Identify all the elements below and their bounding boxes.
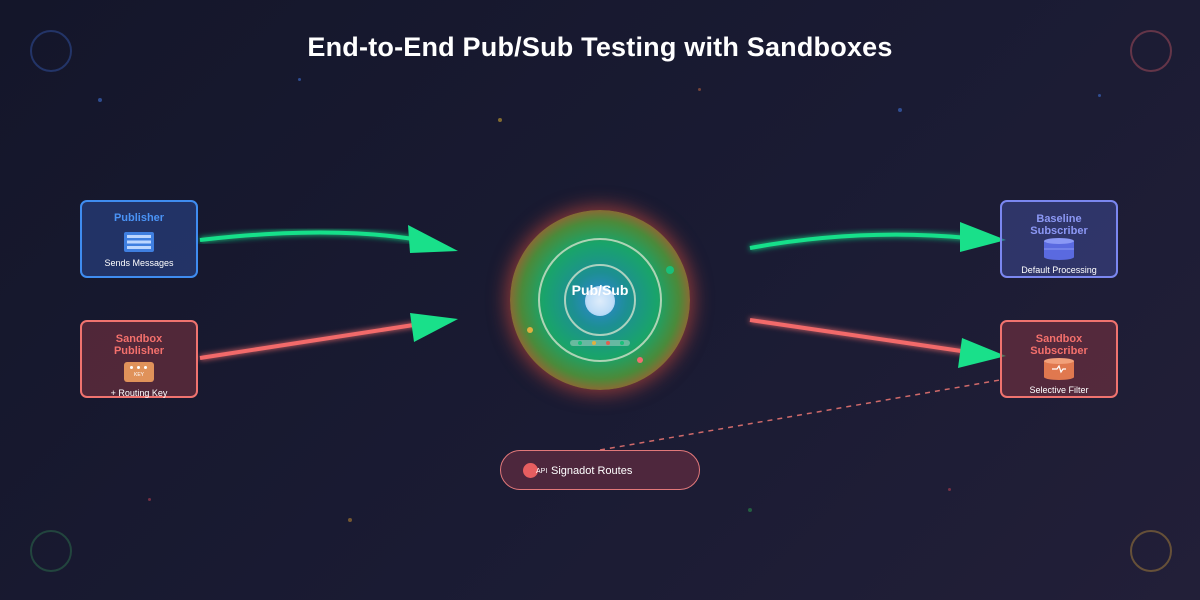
- hub-core: [585, 286, 615, 316]
- publisher-node[interactable]: Publisher Sends Messages: [80, 200, 198, 278]
- background-dot: [98, 98, 102, 102]
- corner-ring-top-left: [30, 30, 72, 72]
- routes-dashed-link: [599, 379, 1001, 451]
- sandbox-publisher-name-line2: Publisher: [113, 345, 165, 357]
- baseline-subscriber-name-line1: Baseline: [1036, 213, 1082, 225]
- key-icon: KEY: [124, 362, 154, 382]
- sandbox-subscriber-node[interactable]: Sandbox Subscriber Selective Filter: [1000, 320, 1118, 398]
- baseline-subscriber-node[interactable]: Baseline Subscriber Default Processing: [1000, 200, 1118, 278]
- sandbox-subscriber-name-line1: Sandbox: [1035, 333, 1083, 345]
- sandbox-publisher-to-hub-flow: [199, 322, 421, 360]
- signadot-routes-api[interactable]: API Signadot Routes: [500, 450, 700, 490]
- sandbox-subscriber-name-line2: Subscriber: [1030, 345, 1088, 357]
- database-icon: [1044, 238, 1074, 265]
- publisher-name: Publisher: [113, 212, 165, 224]
- api-status-dot: [523, 463, 538, 478]
- background-dot: [748, 508, 752, 512]
- hub-to-sandbox-flow: [749, 318, 969, 354]
- background-dot: [148, 498, 151, 501]
- sandbox-publisher-arrowhead: [410, 313, 458, 342]
- publisher-to-hub-flow: [199, 230, 421, 242]
- hub-outer-ring: [538, 238, 662, 362]
- sandbox-publisher-name: Sandbox Publisher: [82, 333, 196, 357]
- sandbox-subscriber-name: Sandbox Subscriber: [1002, 333, 1116, 357]
- api-tag: API: [536, 468, 548, 475]
- baseline-arrowhead: [960, 222, 1006, 252]
- baseline-subscriber-name: Baseline Subscriber: [1002, 213, 1116, 237]
- baseline-subscriber-name-line2: Subscriber: [1030, 225, 1088, 237]
- hub-orbit-dot: [666, 266, 674, 274]
- hub-message-queue: [570, 340, 630, 346]
- publisher-arrowhead: [408, 225, 458, 253]
- corner-ring-top-right: [1130, 30, 1172, 72]
- page-title: End-to-End Pub/Sub Testing with Sandboxe…: [307, 32, 893, 62]
- hub-orbit-dot: [637, 357, 643, 363]
- background-dot: [948, 488, 951, 491]
- sandbox-publisher-name-line1: Sandbox: [115, 333, 163, 345]
- sandbox-publisher-node[interactable]: Sandbox Publisher KEY + Routing Key: [80, 320, 198, 398]
- background-dot: [1098, 94, 1101, 97]
- background-dot: [298, 78, 301, 81]
- filter-database-icon: [1044, 358, 1074, 385]
- api-label: Signadot Routes: [551, 465, 633, 477]
- sandbox-arrowhead: [958, 338, 1006, 368]
- hub-to-baseline-flow: [749, 232, 969, 250]
- publisher-subtitle: Sends Messages: [104, 258, 174, 268]
- message-stack-icon: [124, 232, 154, 257]
- hub-orbit-dot: [527, 327, 533, 333]
- sandbox-publisher-subtitle: + Routing Key: [110, 388, 168, 398]
- corner-ring-bottom-left: [30, 530, 72, 572]
- background-dot: [698, 88, 701, 91]
- background-dot: [898, 108, 902, 112]
- baseline-subscriber-subtitle: Default Processing: [1021, 265, 1097, 275]
- hub-label: Pub/Sub: [571, 282, 629, 298]
- sandbox-subscriber-subtitle: Selective Filter: [1029, 385, 1089, 395]
- hub-inner-ring: [564, 264, 636, 336]
- background-dot: [498, 118, 502, 122]
- corner-ring-bottom-right: [1130, 530, 1172, 572]
- background-dot: [348, 518, 352, 522]
- key-icon-text: KEY: [133, 372, 144, 378]
- pubsub-hub[interactable]: Pub/Sub: [510, 210, 690, 390]
